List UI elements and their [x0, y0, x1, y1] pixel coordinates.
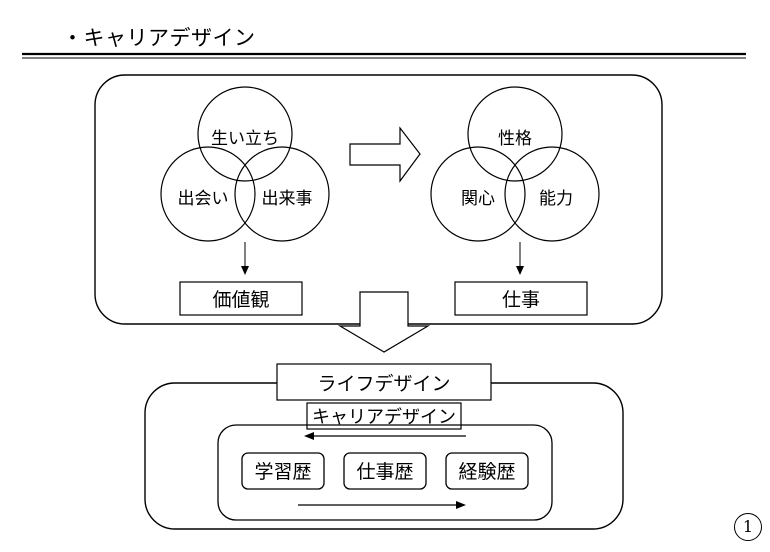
venn-label-ability: 能力: [539, 189, 573, 209]
right-down-arrowhead: [516, 266, 524, 275]
venn-label-events: 出来事: [262, 189, 313, 209]
history-box-experience: [445, 452, 529, 490]
right-venn: 性格 関心 能力: [430, 86, 600, 242]
history-box-study: [241, 452, 325, 490]
left-pointing-arrowhead: [304, 432, 314, 440]
venn-label-personality: 性格: [498, 129, 532, 149]
life-design-label: ライフデザイン: [317, 373, 450, 395]
history-label-study: 学習歴: [254, 461, 311, 483]
history-label-experience: 経験歴: [458, 461, 515, 483]
right-block-arrow: [349, 126, 421, 183]
page-title: ・キャリアデザイン: [62, 26, 256, 50]
history-label-work: 仕事歴: [356, 461, 413, 483]
right-pointing-arrowhead: [456, 501, 466, 509]
venn-circle-upbringing: [197, 86, 293, 182]
work-box: [454, 281, 588, 316]
venn-label-encounters: 出会い: [178, 189, 229, 209]
values-box: [179, 281, 303, 316]
venn-label-upbringing: 生い立ち: [211, 129, 279, 149]
venn-circle-ability: [504, 146, 600, 242]
work-label: 仕事: [502, 289, 540, 311]
venn-circle-interest: [430, 146, 526, 242]
down-block-arrow: [337, 291, 431, 353]
left-venn: 生い立ち 出会い 出来事: [160, 86, 330, 242]
career-design-label: キャリアデザイン: [312, 407, 456, 428]
history-box-work: [343, 452, 427, 490]
venn-circle-encounters: [160, 146, 256, 242]
page-number: 1: [734, 513, 762, 541]
venn-label-interest: 関心: [461, 189, 495, 209]
life-design-box: [276, 363, 492, 401]
left-down-arrowhead: [241, 266, 249, 275]
history-panel: [217, 424, 553, 521]
venn-circle-personality: [467, 86, 563, 182]
venn-circle-events: [234, 146, 330, 242]
values-label: 価値観: [212, 289, 269, 311]
